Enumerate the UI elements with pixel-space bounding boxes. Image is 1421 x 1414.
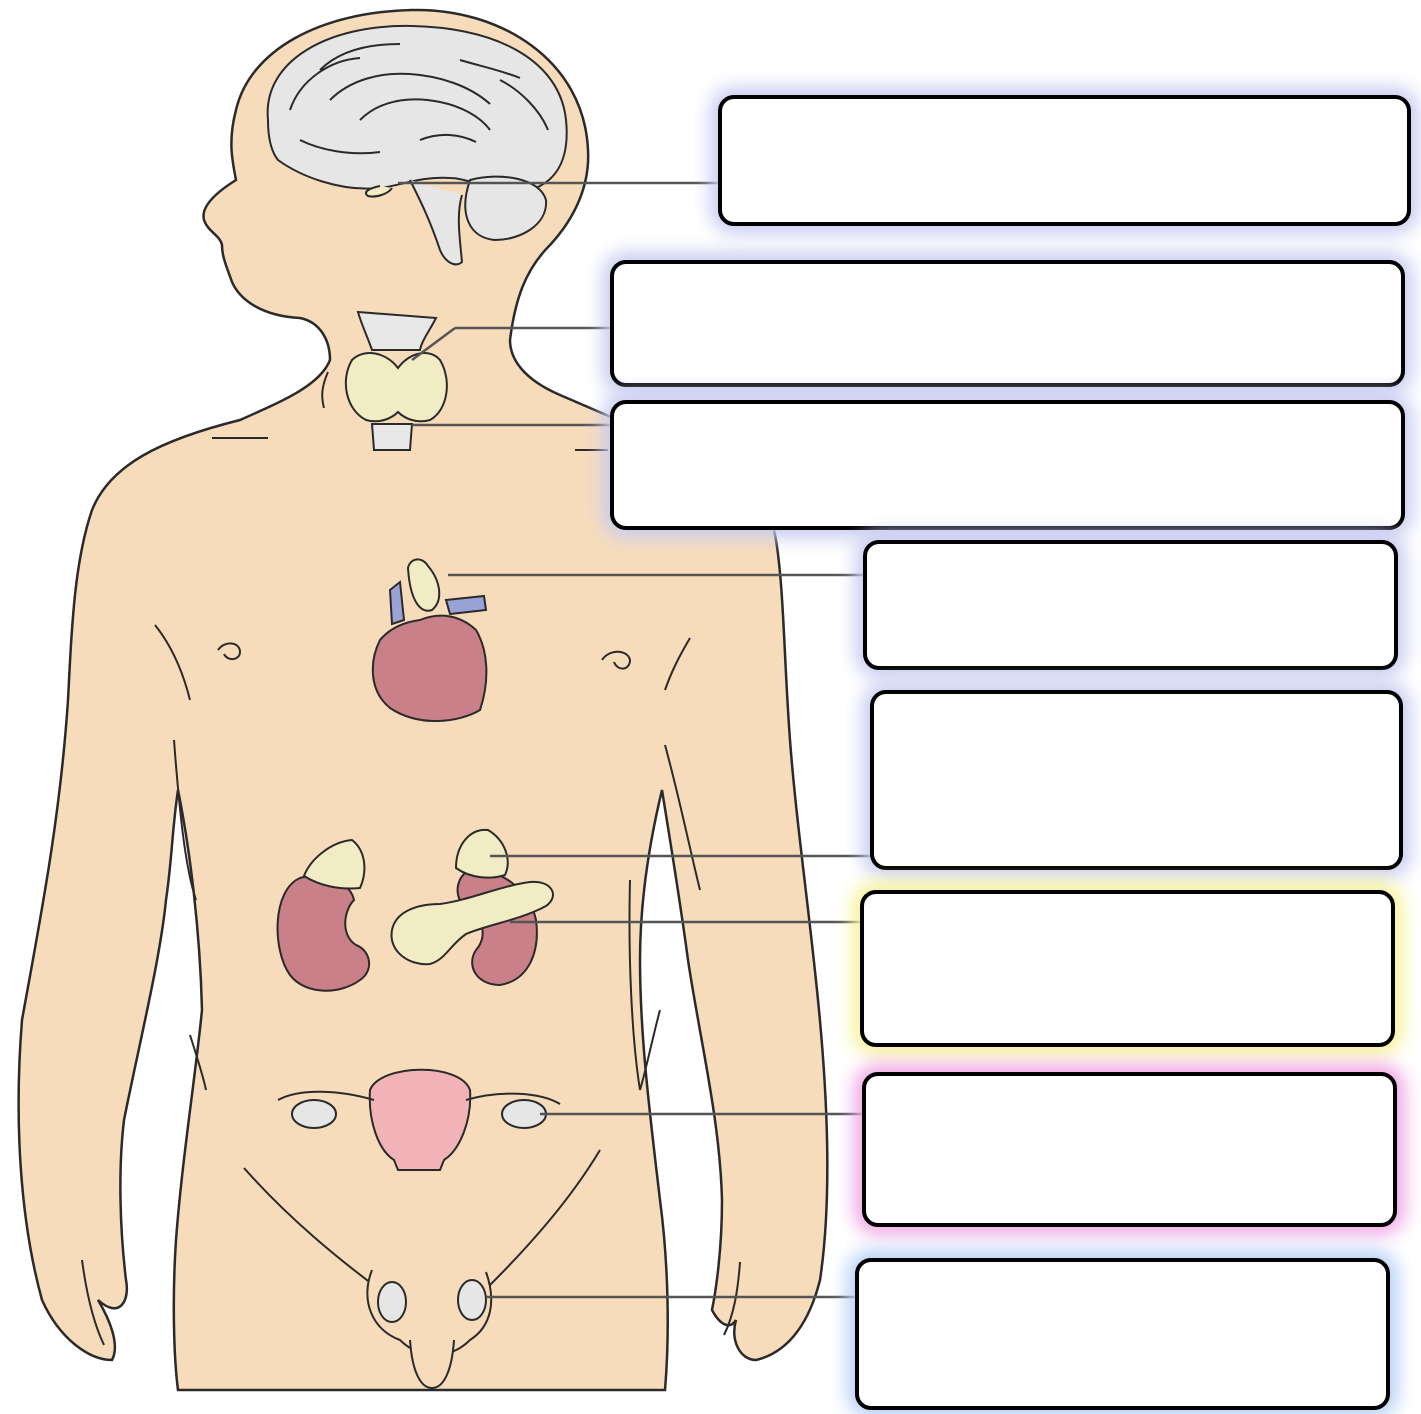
label-box-pituitary[interactable] <box>718 95 1411 226</box>
label-box-adrenal[interactable] <box>870 690 1403 870</box>
testis-left <box>378 1282 406 1322</box>
ovary-right <box>502 1100 546 1128</box>
label-box-pancreas[interactable] <box>860 890 1395 1047</box>
testis-right <box>458 1280 486 1320</box>
label-box-parathyroid[interactable] <box>610 400 1405 530</box>
label-box-thymus[interactable] <box>863 540 1398 670</box>
label-box-ovaries[interactable] <box>862 1072 1397 1227</box>
heart <box>373 616 487 721</box>
ovary-left <box>292 1100 336 1128</box>
label-box-thyroid[interactable] <box>610 260 1405 387</box>
label-box-testes[interactable] <box>855 1258 1390 1410</box>
trachea <box>372 424 412 450</box>
